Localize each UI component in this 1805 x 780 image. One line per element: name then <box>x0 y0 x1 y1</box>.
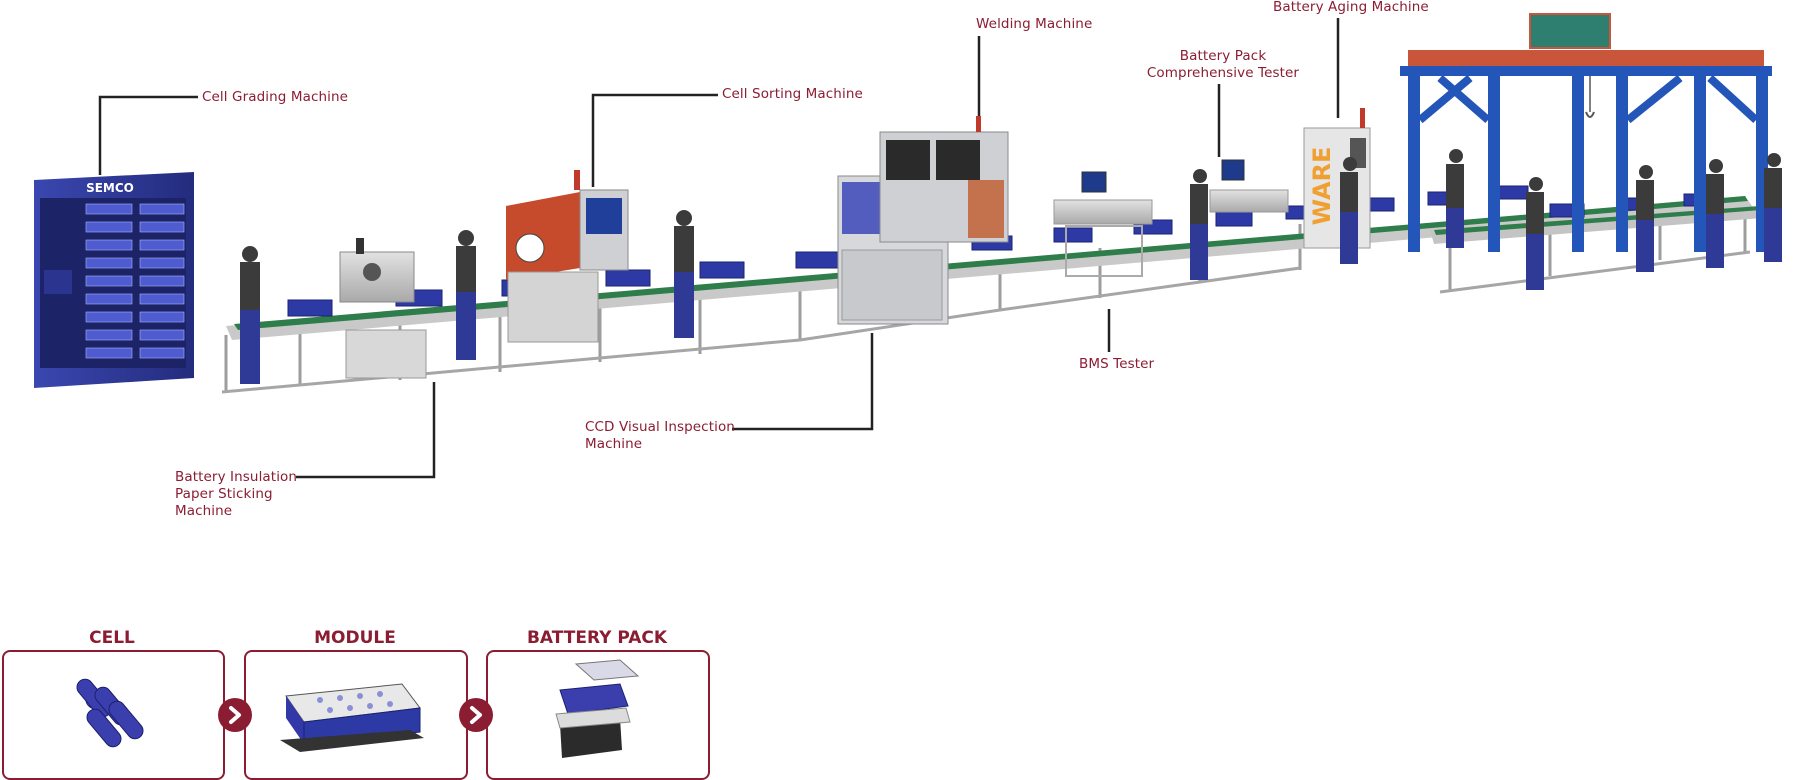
chevron-right-icon-glyph <box>229 706 241 724</box>
bms-tester <box>1053 171 1153 277</box>
label-cell-sorting: Cell Sorting Machine <box>722 86 863 102</box>
workers <box>240 149 1782 384</box>
label-aging: Battery Aging Machine <box>1273 0 1429 15</box>
label-insulation: Battery Insulation Paper Sticking Machin… <box>175 469 298 519</box>
aging-logo: WARE <box>1308 147 1336 226</box>
chevron-right-icon-glyph <box>470 706 482 724</box>
stage-title-pack: BATTERY PACK <box>526 628 668 648</box>
stage-title-module: MODULE <box>314 628 396 648</box>
label-bms: BMS Tester <box>1079 356 1155 372</box>
pack-stage-icon <box>555 659 640 758</box>
insulation-paper-machine <box>339 238 427 379</box>
chevron-right-icon <box>218 698 252 732</box>
leader-ccd <box>732 333 874 431</box>
aging-cabinet: WARE <box>1303 108 1371 249</box>
chevron-right-icon <box>459 698 493 732</box>
gantry-crane <box>1400 13 1772 252</box>
label-ccd: CCD Visual Inspection Machine <box>585 419 735 452</box>
welding-machine <box>879 116 1009 243</box>
label-pack-tester: Battery Pack Comprehensive Tester <box>1146 48 1300 81</box>
cabinet-logo: SEMCO <box>86 181 134 195</box>
leader-lines <box>98 18 1340 479</box>
cell-stage-icon <box>76 678 144 748</box>
label-cell-grading: Cell Grading Machine <box>202 89 349 105</box>
stage-title-cell: CELL <box>89 628 135 648</box>
pack-comprehensive-tester <box>1209 159 1289 213</box>
label-welding: Welding Machine <box>976 16 1093 32</box>
leader-cell-sorting <box>591 93 718 187</box>
module-stage-icon <box>280 683 424 752</box>
leader-insulation <box>296 382 436 479</box>
leader-cell-grading <box>98 95 198 175</box>
cell-sorting-machine <box>506 170 629 343</box>
cell-grading-cabinet: SEMCO <box>34 172 194 388</box>
